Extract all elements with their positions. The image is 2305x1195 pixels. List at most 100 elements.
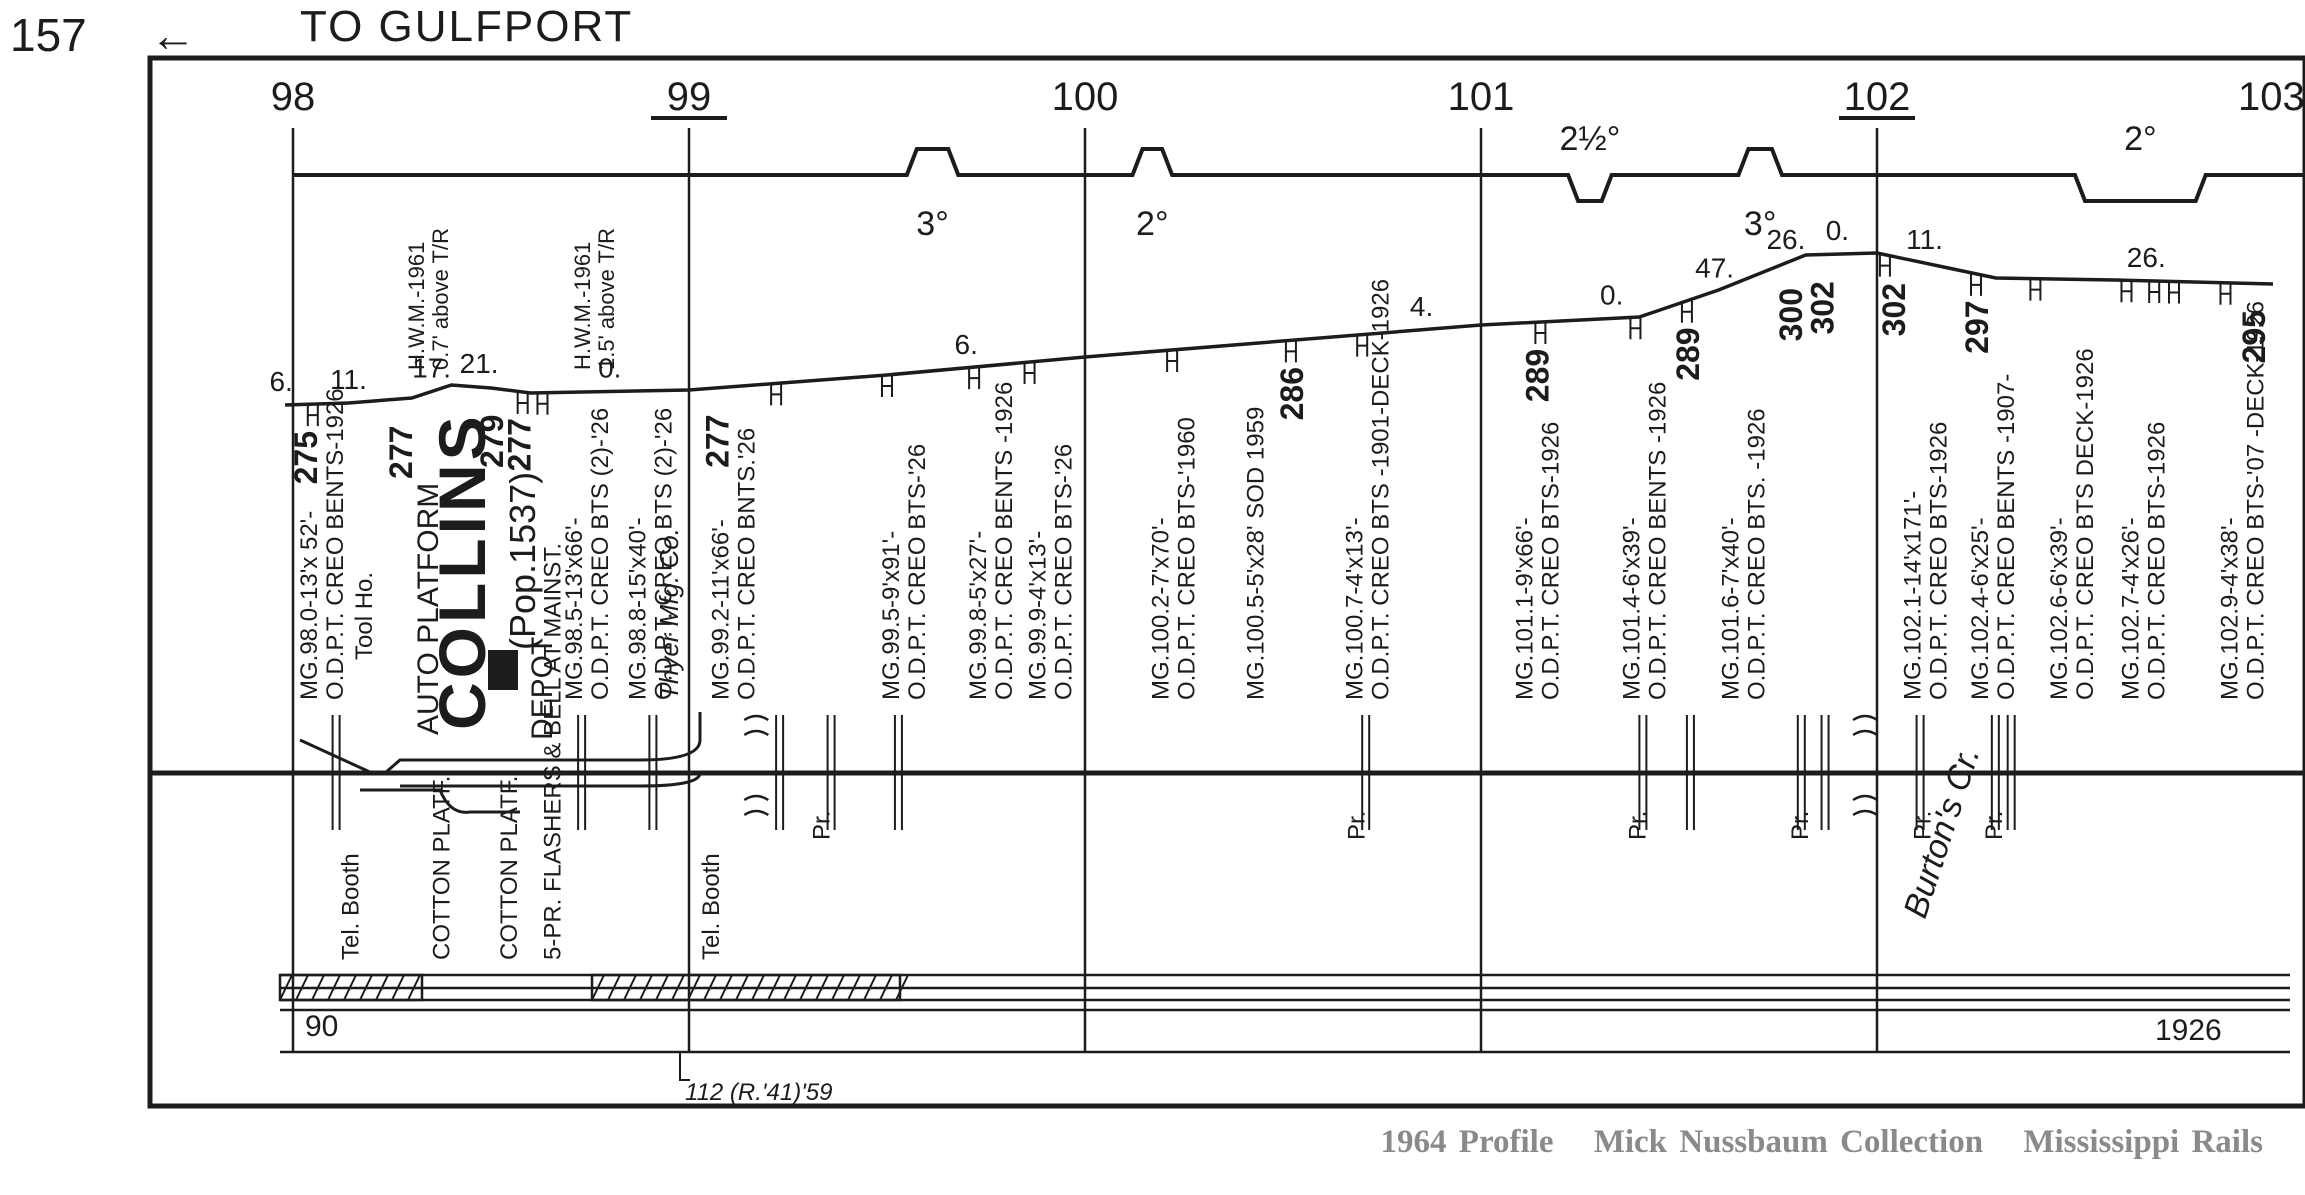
rail-band-hatch xyxy=(655,974,669,1001)
rail-band-hatch xyxy=(671,974,685,1001)
spur-track xyxy=(360,788,520,814)
structure-label: MG.102.1-14'x171'-O.D.P.T. CREO BTS-1926 xyxy=(1900,422,1953,700)
structure-label: H.W.M.-19610.7' above T/R xyxy=(404,228,453,370)
grade-label: 0. xyxy=(598,353,621,384)
rail-band-hatch xyxy=(375,974,389,1001)
structure-label: MG.101.4-6'x39'-O.D.P.T. CREO BENTS -192… xyxy=(1619,382,1672,700)
grade-tick xyxy=(1166,349,1179,372)
structure-label: MG.99.5-9'x91'-O.D.P.T. CREO BTS-'26 xyxy=(878,444,931,700)
rail-band-hatch-frame xyxy=(590,973,902,1002)
auto-platform-label: AUTO PLATFORM xyxy=(412,483,445,735)
rail-band-hatch xyxy=(407,974,421,1001)
lower-label: Tel. Booth xyxy=(337,853,364,960)
elevation-label: 275 xyxy=(288,431,324,484)
lower-label: Pr. xyxy=(1787,811,1814,840)
track-plan xyxy=(150,650,2305,1081)
curve-degree-label: 2° xyxy=(2124,120,2157,158)
milepost-label: 100 xyxy=(1052,75,1119,119)
elevation-label: 279 xyxy=(474,415,510,468)
structure-label: MG.100.2-7'x70'-O.D.P.T. CREO BTS-'1960 xyxy=(1147,417,1200,700)
lower-label: COTTON PLATF. xyxy=(496,776,523,960)
structure-label: MG.102.9-4'x38'-O.D.P.T. CREO BTS-'07 -D… xyxy=(2216,301,2269,700)
grade-line xyxy=(285,251,2274,407)
grade-label: 11. xyxy=(1906,224,1943,255)
rail-band-left-label: 90 xyxy=(305,1010,338,1043)
grade-tick xyxy=(2029,278,2042,301)
structure-label: MG.102.7-4'x26'-O.D.P.T. CREO BTS-1926 xyxy=(2117,422,2170,700)
lead-track xyxy=(299,738,373,775)
rail-band-hatch xyxy=(879,974,893,1001)
milepost-label: 99 xyxy=(667,75,712,119)
structure-label: MG.98.8-15'x40'-O.D.P.T. CREO BTS (2)-'2… xyxy=(625,408,678,700)
rail-band-hatch xyxy=(703,974,717,1001)
grade-tick xyxy=(1284,340,1297,363)
bridge-marker xyxy=(1361,715,1371,830)
grade-tick xyxy=(1680,300,1693,323)
lower-label: Pr. xyxy=(1910,811,1937,840)
rail-band-hatch xyxy=(767,974,781,1001)
alignment-curves: 3°2°2½°3°2° xyxy=(293,120,2305,243)
structure-label: MG.102.6-6'x39'-O.D.P.T. CREO BTS DECK-1… xyxy=(2046,348,2099,700)
footer-site: Mississippi Rails xyxy=(2023,1124,2263,1160)
grade-label: 6. xyxy=(269,366,292,397)
lower-label: COTTON PLATF. xyxy=(429,776,456,960)
grade-label: 4. xyxy=(1410,291,1433,322)
rail-band-hatch xyxy=(311,974,325,1001)
tool-house-label: Tool Ho. xyxy=(351,572,378,660)
lower-label: Pr. xyxy=(1343,811,1370,840)
bridge-marker xyxy=(577,715,587,830)
milepost-label: 103 xyxy=(2238,75,2305,119)
grade-label: 6. xyxy=(955,329,978,360)
structure-label: MG.98.0-13'x 52'-O.D.P.T. CREO BENTS-192… xyxy=(296,388,349,700)
grade-tick xyxy=(1534,322,1547,344)
grade-label: 26. xyxy=(1766,224,1805,255)
bottom-note-leader xyxy=(679,1052,690,1081)
grade-tick xyxy=(1878,254,1891,277)
curve-degree-label: 3° xyxy=(916,205,949,243)
rail-band-hatch xyxy=(783,974,797,1001)
structure-label: MG.98.5-13'x66'-O.D.P.T. CREO BTS (2)-'2… xyxy=(561,408,614,700)
grade-label: 47. xyxy=(1695,252,1734,283)
rail-band-hatch xyxy=(639,974,653,1001)
milepost-label: 102 xyxy=(1844,75,1911,119)
rail-band-hatch xyxy=(343,974,357,1001)
rail-band-hatch xyxy=(735,974,749,1001)
elevation-label: 277 xyxy=(383,426,419,479)
rail-band-hatch xyxy=(815,974,829,1001)
lower-label: Tel. Booth xyxy=(698,853,725,960)
rail-band-hatch xyxy=(895,974,909,1001)
rail-band-hatch xyxy=(279,974,293,1001)
rail-band-hatch-frame xyxy=(278,973,424,1002)
elevation-label: 289 xyxy=(1519,349,1555,402)
footer-caption: 1964 Profile Mick Nussbaum Collection Mi… xyxy=(1381,1124,2263,1161)
rail-band-hatch xyxy=(391,974,405,1001)
station-population: (Pop.1537) xyxy=(502,472,543,650)
grade-tick xyxy=(306,404,319,427)
grade-label: 26. xyxy=(2127,242,2166,273)
structure-label: H.W.M.-19611.5' above T/R xyxy=(570,228,619,370)
lower-label: Pr. xyxy=(809,811,836,840)
curve-degree-label: 2½° xyxy=(1559,120,1620,158)
rail-band-hatch xyxy=(623,974,637,1001)
structure-label: MG.100.5-5'x28' SOD 1959 xyxy=(1242,407,1269,700)
structure-label: MG.102.4-6'x25'-O.D.P.T. CREO BENTS -190… xyxy=(1967,374,2020,700)
structure-label: MG.101.1-9'x66'-O.D.P.T. CREO BTS-1926 xyxy=(1512,422,1565,700)
grade-tick xyxy=(2148,281,2161,303)
bridge-marker xyxy=(1685,715,1695,830)
rail-band-hatch xyxy=(607,974,621,1001)
bridge-marker xyxy=(648,715,658,830)
siding-track xyxy=(384,712,702,788)
grade-label: 21. xyxy=(460,348,499,379)
structure-label: MG.99.2-11'x66'-O.D.P.T. CREO BNTS.'26 xyxy=(708,428,761,700)
elevation-label: 277 xyxy=(502,418,538,471)
rail-band-hatch xyxy=(831,974,845,1001)
bridge-marker xyxy=(775,715,785,830)
bridge-marker xyxy=(826,715,836,830)
structure-label: MG.100.7-4'x13'-O.D.P.T. CREO BTS -1901-… xyxy=(1341,279,1394,700)
rail-band-hatch xyxy=(847,974,861,1001)
elevation-label: 286 xyxy=(1274,367,1310,420)
rail-band-hatch xyxy=(687,974,701,1001)
rail-band-hatch xyxy=(751,974,765,1001)
